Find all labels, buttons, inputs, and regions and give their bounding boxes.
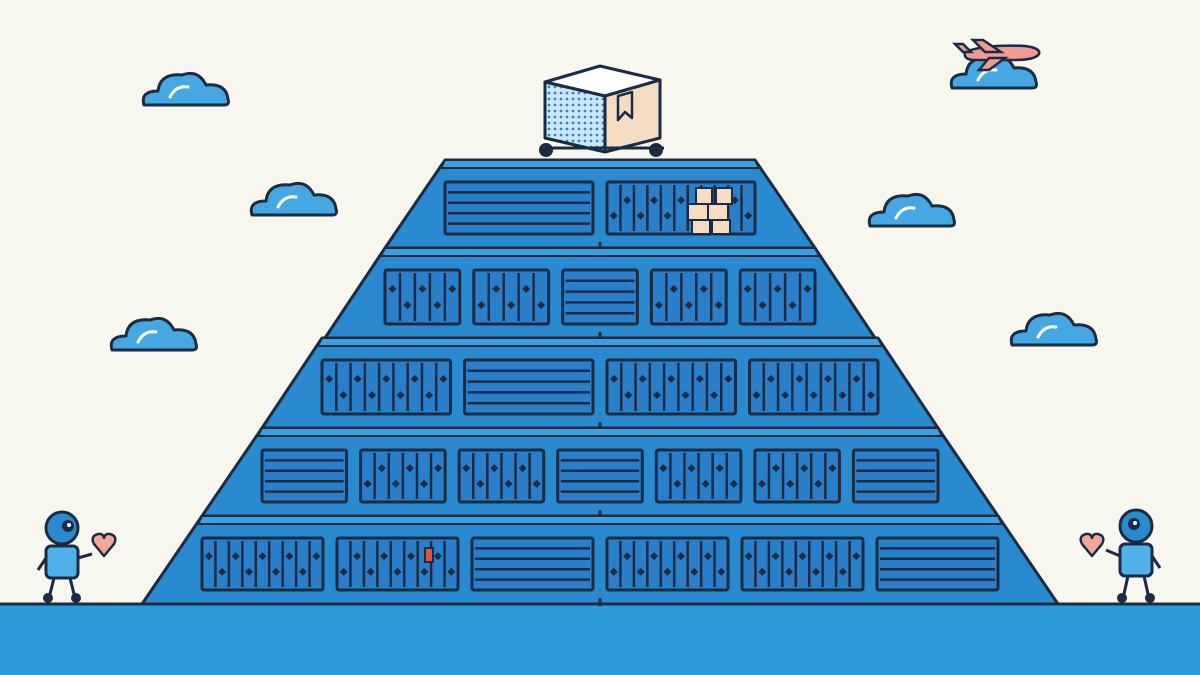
server-rack [753,448,841,504]
server-rack [654,448,743,504]
pyramid-tier [260,336,940,430]
server-rack [470,536,595,592]
ground [0,604,1200,675]
server-rack [383,268,462,326]
heart-icon [91,532,117,558]
server-rack [320,358,452,416]
pyramid-tier [200,426,1000,518]
server-rack [556,448,644,504]
server-rack [443,180,595,236]
server-rack [561,268,639,326]
cloud-icon [1009,311,1098,347]
server-rack [335,536,460,592]
pyramid-tier [383,158,817,250]
server-rack [851,448,940,504]
server-rack [740,536,865,592]
server-rack [260,448,349,504]
cloud-icon [109,316,198,352]
server-rack [463,358,595,416]
robot-icon [1105,508,1162,603]
package-cart-icon [539,64,664,157]
cloud-icon [249,181,338,217]
server-rack [605,358,737,416]
pyramid-tier [140,514,1060,606]
pyramid-tier [323,246,877,340]
server-rack [359,448,447,504]
status-light [424,547,434,563]
server-rack [748,358,880,416]
boxes [687,187,733,235]
clouds [109,54,1098,352]
server-rack [738,268,817,326]
server-rack [649,268,728,326]
server-rack [200,536,325,592]
heart-icon [1079,532,1105,558]
cloud-icon [141,71,230,107]
airplane-icon [951,38,1041,72]
server-rack [875,536,1000,592]
server-rack [605,536,730,592]
server-rack [457,448,546,504]
server-rack [472,268,551,326]
cloud-icon [867,192,956,228]
pyramid [140,158,1060,606]
robot-icon [36,510,93,603]
